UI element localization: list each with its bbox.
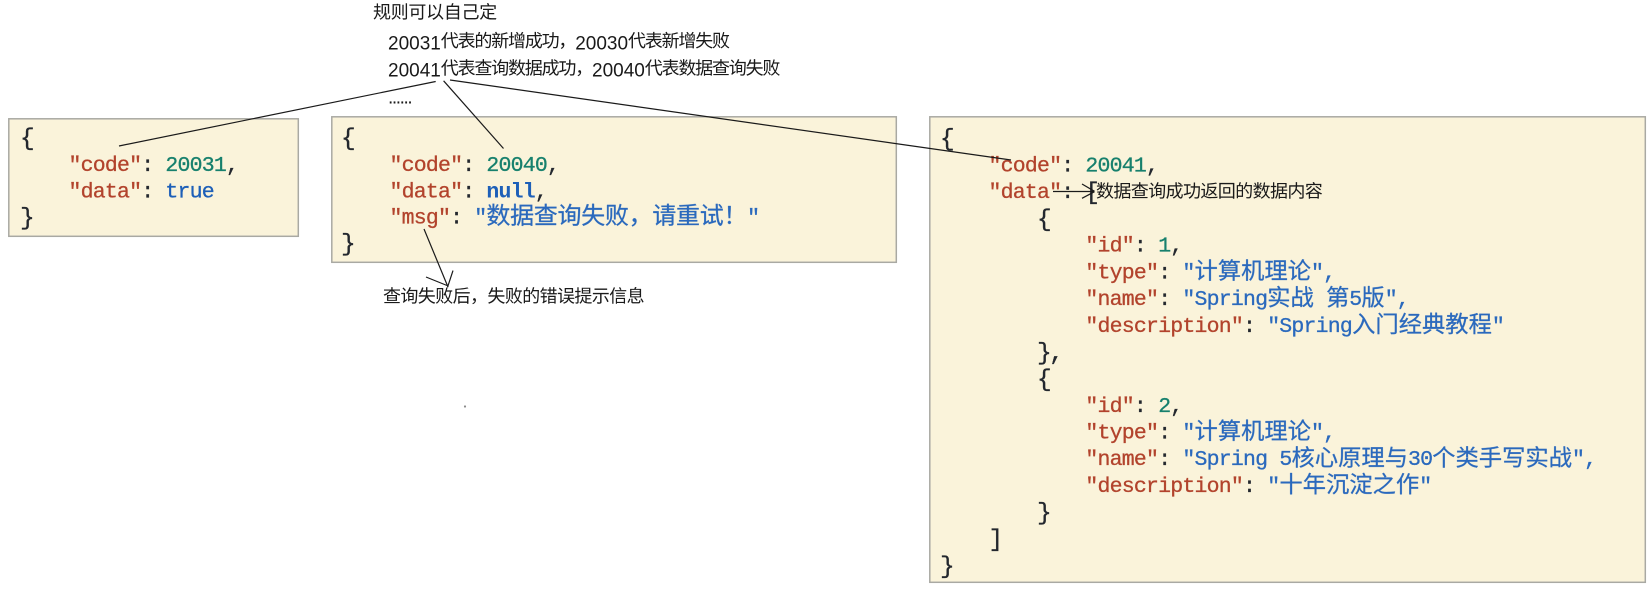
svg-text:,: , — [1146, 155, 1158, 179]
svg-text:20030: 20030 — [575, 33, 628, 54]
svg-text:,: , — [226, 154, 238, 178]
svg-text:20041: 20041 — [1085, 155, 1146, 179]
svg-text:{: { — [20, 126, 33, 153]
svg-text::: : — [462, 180, 474, 204]
svg-text:"id": "id" — [1085, 395, 1134, 419]
svg-text:2: 2 — [1158, 395, 1170, 419]
svg-text::: : — [1134, 395, 1146, 419]
svg-text:"data": "data" — [989, 181, 1062, 205]
svg-text:": " — [1182, 422, 1194, 446]
svg-text:"code": "code" — [390, 154, 463, 178]
svg-text:"type": "type" — [1085, 261, 1158, 285]
svg-text:"name": "name" — [1085, 288, 1158, 312]
svg-text:": " — [747, 206, 759, 230]
svg-text::: : — [1243, 315, 1255, 339]
svg-text:20031: 20031 — [388, 33, 441, 54]
svg-text:{: { — [1037, 207, 1050, 234]
svg-text::: : — [1061, 155, 1073, 179]
svg-text:,: , — [1170, 235, 1182, 259]
svg-text:",: ", — [1572, 448, 1596, 472]
svg-text::: : — [1158, 288, 1170, 312]
svg-text::: : — [141, 180, 153, 204]
svg-text:20041: 20041 — [388, 61, 441, 82]
svg-text:5: 5 — [1349, 288, 1361, 312]
svg-text:": " — [1182, 261, 1194, 285]
svg-text:null: null — [486, 180, 535, 204]
svg-text:": " — [1267, 475, 1279, 499]
svg-text:"Spring: "Spring — [1182, 448, 1267, 472]
svg-text:",: ", — [1311, 422, 1335, 446]
svg-text::: : — [450, 206, 462, 230]
svg-text:": " — [474, 206, 486, 230]
svg-text::: : — [1061, 181, 1073, 205]
svg-text:[: [ — [1085, 180, 1097, 207]
svg-text::: : — [1158, 261, 1170, 285]
svg-text:": " — [1419, 475, 1431, 499]
svg-text:",: ", — [1385, 288, 1409, 312]
svg-text::: : — [1158, 448, 1170, 472]
svg-text:": " — [1492, 315, 1504, 339]
svg-text:]: ] — [989, 527, 1001, 554]
svg-text:},: }, — [1037, 340, 1061, 367]
svg-text:",: ", — [1311, 261, 1335, 285]
svg-text:"name": "name" — [1085, 448, 1158, 472]
svg-text::: : — [1243, 475, 1255, 499]
svg-text:"data": "data" — [390, 180, 463, 204]
svg-text:true: true — [165, 180, 214, 204]
svg-text:}: } — [940, 554, 952, 581]
svg-text:,: , — [547, 154, 559, 178]
svg-text:,: , — [535, 180, 547, 204]
svg-text:"description": "description" — [1085, 475, 1243, 499]
svg-text:,: , — [1170, 395, 1182, 419]
svg-text:"id": "id" — [1085, 235, 1134, 259]
svg-text:}: } — [1037, 500, 1049, 527]
svg-text:{: { — [1037, 367, 1050, 394]
svg-text:30: 30 — [1408, 448, 1432, 472]
svg-text::: : — [1158, 422, 1170, 446]
svg-text:"code": "code" — [69, 154, 142, 178]
svg-text:20040: 20040 — [592, 61, 645, 82]
svg-text:20031: 20031 — [165, 154, 226, 178]
svg-text:{: { — [341, 126, 354, 153]
svg-text:......: ...... — [388, 88, 411, 109]
svg-text:}: } — [20, 206, 32, 233]
svg-text::: : — [462, 154, 474, 178]
svg-text:"Spring: "Spring — [1267, 315, 1352, 339]
svg-text::: : — [141, 154, 153, 178]
svg-text:5: 5 — [1279, 448, 1291, 472]
svg-text:"Spring: "Spring — [1182, 288, 1267, 312]
svg-text::: : — [1134, 235, 1146, 259]
svg-text:"data": "data" — [69, 180, 142, 204]
svg-text:"description": "description" — [1085, 315, 1243, 339]
svg-text:{: { — [940, 127, 953, 154]
svg-text:20040: 20040 — [486, 154, 547, 178]
svg-text:"msg": "msg" — [390, 206, 451, 230]
svg-text:"type": "type" — [1085, 422, 1158, 446]
svg-text:1: 1 — [1158, 235, 1170, 259]
svg-text:}: } — [341, 232, 353, 259]
